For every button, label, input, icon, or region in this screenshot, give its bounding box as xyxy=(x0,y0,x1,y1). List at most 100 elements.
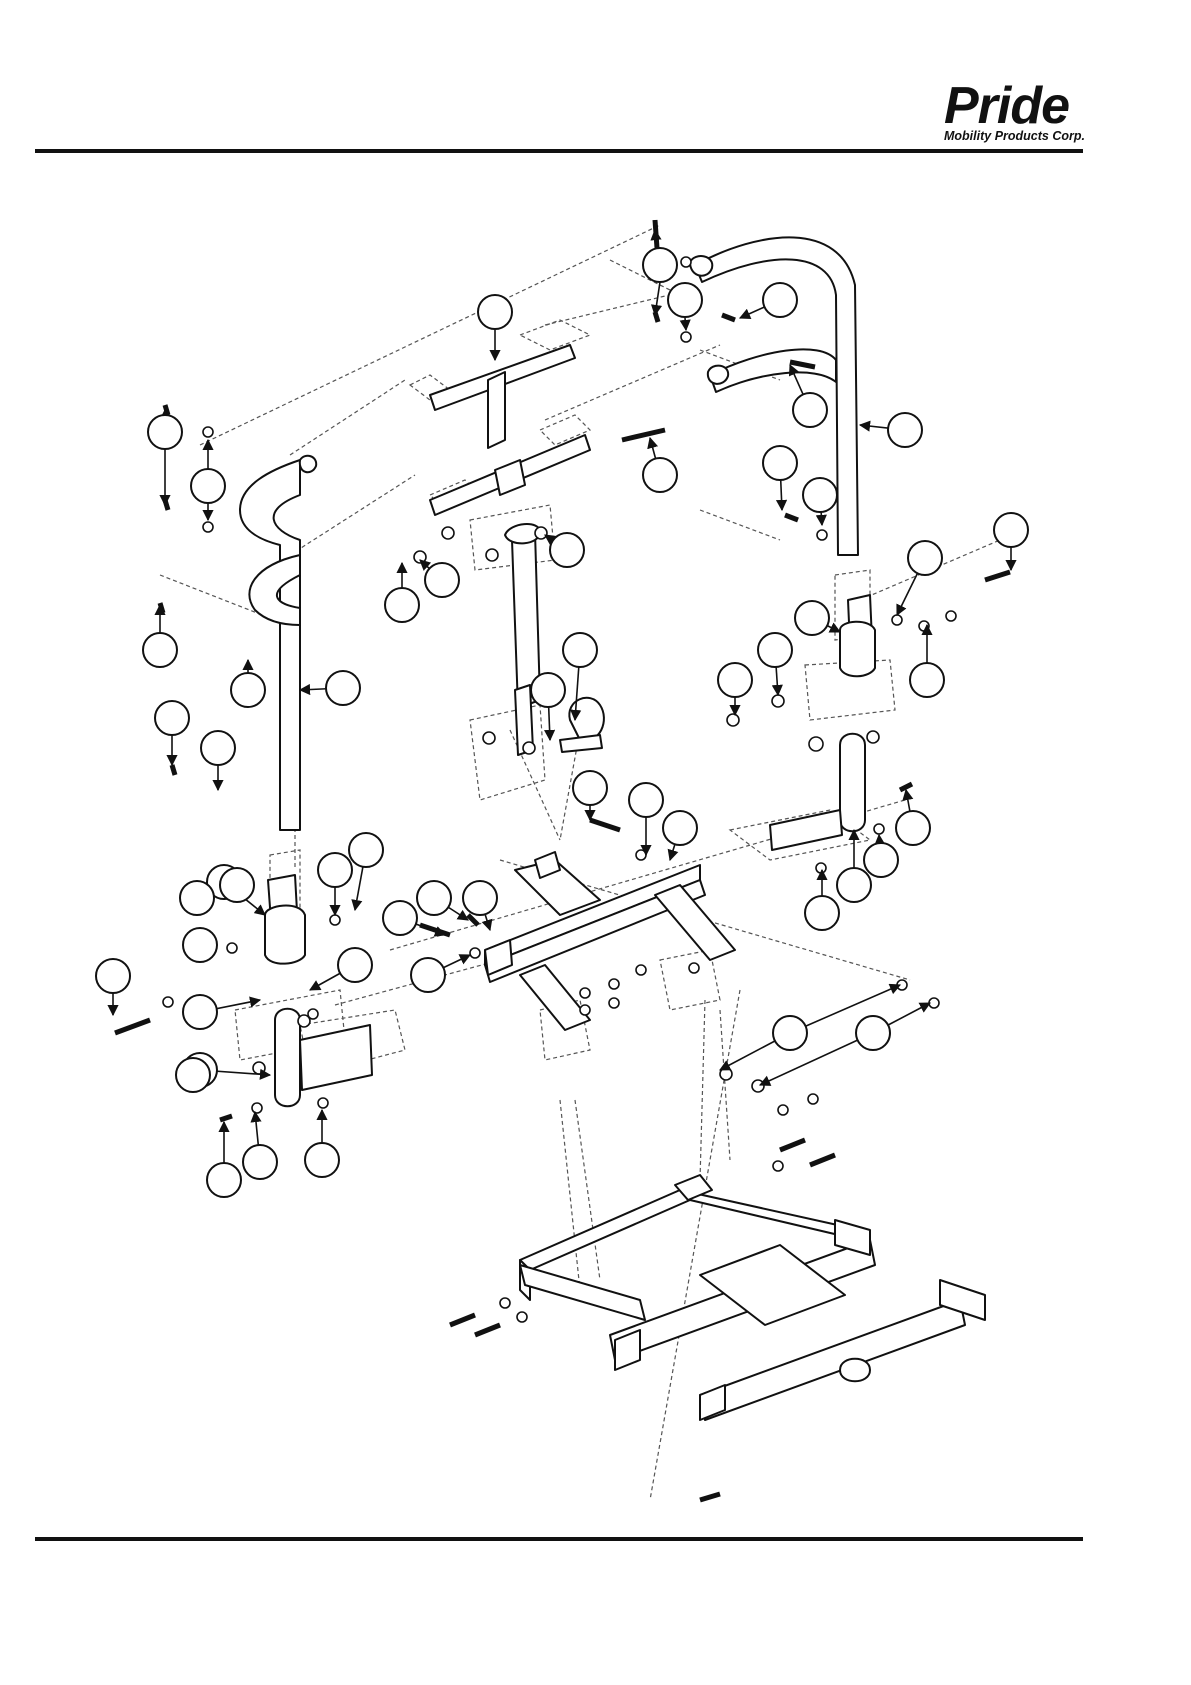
washer-nut xyxy=(681,332,691,342)
callout-bubble xyxy=(864,843,898,877)
callout-bubble xyxy=(795,601,829,635)
base-rear-rail xyxy=(700,1300,965,1420)
callout-bubble xyxy=(305,1143,339,1177)
callout-bubble xyxy=(143,633,177,667)
washer-nut xyxy=(636,965,646,975)
callout-bubble xyxy=(758,633,792,667)
base-front-socket xyxy=(835,1220,870,1255)
left-upright-tube xyxy=(240,460,300,830)
callout-bubble xyxy=(793,393,827,427)
washer-nut xyxy=(817,530,827,540)
washer-nut xyxy=(414,551,426,563)
washer-nut xyxy=(318,1098,328,1108)
bolt xyxy=(622,430,665,440)
callout-bubble xyxy=(417,881,451,915)
washer-nut xyxy=(809,737,823,751)
callout-bubble xyxy=(411,958,445,992)
callout-leader xyxy=(685,318,686,330)
callout-bubble xyxy=(220,868,254,902)
guide-line xyxy=(700,510,780,540)
washer-nut xyxy=(253,1062,265,1074)
callout-bubble xyxy=(385,588,419,622)
callout-bubble xyxy=(763,283,797,317)
callout-bubble xyxy=(318,853,352,887)
washer-nut xyxy=(308,1009,318,1019)
washer-nut xyxy=(752,1080,764,1092)
bolt xyxy=(172,765,175,775)
washer-nut xyxy=(772,695,784,707)
callout-bubble xyxy=(773,1016,807,1050)
washer-nut xyxy=(163,997,173,1007)
front-leg-left xyxy=(520,965,590,1030)
washer-nut xyxy=(483,732,495,744)
callout-bubble xyxy=(231,673,265,707)
callout-bubble xyxy=(383,901,417,935)
callout-bubble xyxy=(663,811,697,845)
washer-nut xyxy=(946,611,956,621)
callout-bubble xyxy=(96,959,130,993)
callout-bubble xyxy=(326,671,360,705)
callout-bubble xyxy=(155,701,189,735)
base-left-cross xyxy=(520,1265,645,1320)
washer-nut xyxy=(227,943,237,953)
callout-bubble xyxy=(338,948,372,982)
base-left-rail xyxy=(520,1190,690,1270)
bolt xyxy=(590,820,620,830)
callout-bubble xyxy=(908,541,942,575)
washer-nut xyxy=(442,527,454,539)
washer-nut xyxy=(808,1094,818,1104)
guide-line xyxy=(560,1100,580,1290)
callout-bubble xyxy=(176,1058,210,1092)
washer-nut xyxy=(580,988,590,998)
right-caster-fork xyxy=(840,622,875,677)
washer-nut xyxy=(681,257,691,267)
bolt xyxy=(450,1315,475,1325)
callout-bubble xyxy=(856,1016,890,1050)
callout-bubble xyxy=(573,771,607,805)
hitch-bracket xyxy=(840,1359,870,1382)
washer-nut xyxy=(867,731,879,743)
washer-nut xyxy=(727,714,739,726)
bolt xyxy=(780,1140,805,1150)
center-vertical-plate xyxy=(488,372,505,448)
callout-bubble xyxy=(994,513,1028,547)
callout-bubbles xyxy=(96,248,1028,1197)
callout-bubble xyxy=(837,868,871,902)
washer-nut xyxy=(523,742,535,754)
callout-bubble xyxy=(201,731,235,765)
washer-nut xyxy=(929,998,939,1008)
washer-nut xyxy=(252,1103,262,1113)
callout-bubble xyxy=(763,446,797,480)
washer-nut xyxy=(609,998,619,1008)
guide-line xyxy=(575,1100,600,1280)
right-tube-end-cap xyxy=(690,256,712,276)
callout-bubble xyxy=(207,1163,241,1197)
callout-bubble xyxy=(550,533,584,567)
main-crossbar-top xyxy=(485,865,700,965)
callout-bubble xyxy=(148,415,182,449)
callout-bubble xyxy=(718,663,752,697)
bolt xyxy=(985,572,1010,580)
base-back-rail xyxy=(680,1190,860,1240)
callout-bubble xyxy=(805,896,839,930)
left-tube-end-cap xyxy=(300,456,316,473)
callout-bubble xyxy=(888,413,922,447)
callout-bubble xyxy=(180,881,214,915)
guide-box xyxy=(520,320,590,350)
washer-nut xyxy=(517,1312,527,1322)
callout-bubble xyxy=(643,458,677,492)
right-bar-end-cap xyxy=(708,366,728,384)
callout-bubble xyxy=(191,469,225,503)
left-pivot-arm xyxy=(275,1009,300,1107)
washer-nut xyxy=(203,427,213,437)
callout-bubble xyxy=(896,811,930,845)
bolt xyxy=(468,915,478,925)
bolt xyxy=(115,1020,150,1033)
washer-nut xyxy=(535,527,547,539)
washer-nut xyxy=(486,549,498,561)
washer-nut xyxy=(470,948,480,958)
callout-bubble xyxy=(463,881,497,915)
guide-line xyxy=(720,1010,730,1160)
callout-bubble xyxy=(531,673,565,707)
